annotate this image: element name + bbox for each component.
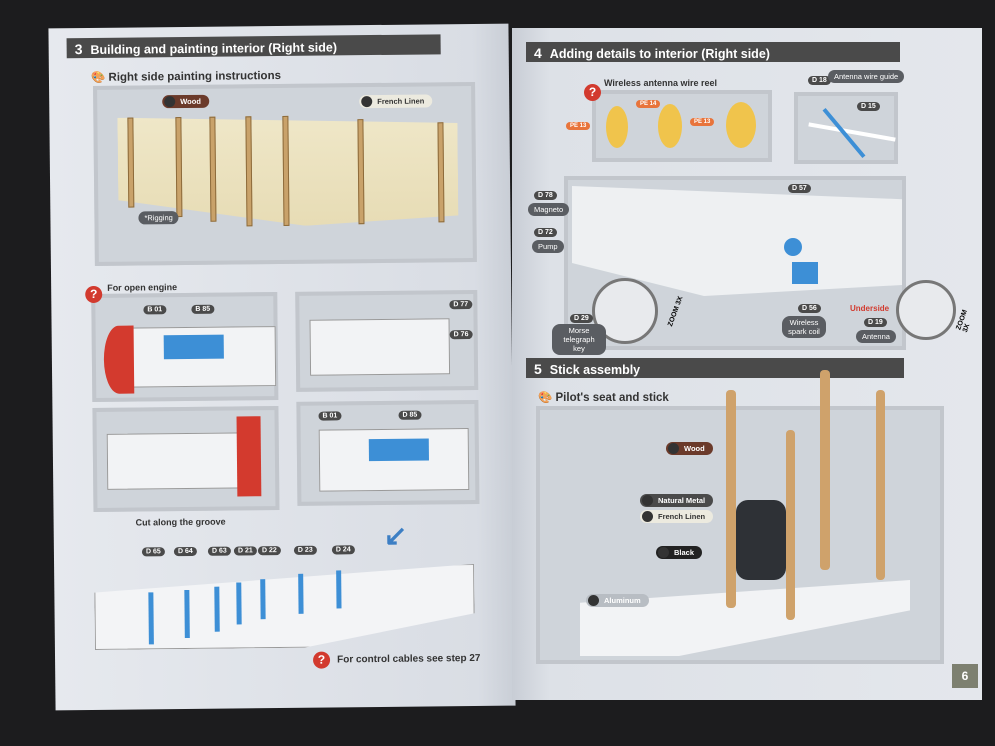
part-d18: D 18 [808, 76, 831, 85]
step-title: Stick assembly [549, 363, 641, 377]
control-cables-note: For control cables see step 27 [337, 652, 481, 666]
engine-panel-3 [92, 406, 280, 512]
paint-black: Black [656, 546, 703, 559]
antenna-label: Antenna [856, 330, 896, 343]
painting-title: 🎨 Right side painting instructions [90, 69, 282, 84]
engine-panel-1: B 01 B 85 [91, 292, 279, 402]
step-number: 3 [74, 41, 83, 58]
painting-title-text: Right side painting instructions [108, 69, 282, 84]
part-d15: D 15 [857, 102, 880, 111]
antenna-guide-label: Antenna wire guide [828, 70, 905, 83]
part-b01: B 01 [318, 411, 342, 421]
part-label: D 22 [257, 546, 281, 556]
open-engine-title: For open engine [107, 282, 178, 293]
zoom-label: ZOOM 3X [955, 308, 972, 334]
step-4-header: 4 Adding details to interior (Right side) [526, 42, 900, 62]
step-number: 4 [534, 45, 542, 61]
step-3-header: 3 Building and painting interior (Right s… [66, 34, 441, 59]
painting-panel: Wood French Linen *Rigging [93, 81, 477, 266]
question-icon: ? [85, 285, 103, 304]
part-d77: D 77 [449, 300, 473, 310]
step-title: Building and painting interior (Right si… [90, 40, 338, 57]
magneto-label: Magneto [528, 203, 570, 216]
seat-title: 🎨 Pilot's seat and stick [538, 392, 669, 404]
paint-wood: Wood [162, 94, 209, 109]
part-label: D 23 [293, 545, 317, 555]
part-d76: D 76 [449, 330, 473, 340]
reel-title: Wireless antenna wire reel [604, 78, 717, 88]
part-b85: B 85 [191, 304, 215, 314]
paint-aluminum: Aluminum [586, 594, 649, 607]
arrow-icon: ↙ [383, 519, 408, 551]
paint-natural-metal: Natural Metal [640, 494, 714, 507]
frame-labels: D 65 D 64 D 63 D 21 D 22 D 23 D 24 [141, 545, 382, 568]
step-5-header: 5 Stick assembly [526, 358, 904, 378]
paint-french-linen: French Linen [640, 510, 714, 523]
part-label: D 64 [173, 546, 197, 557]
left-page: 3 Building and painting interior (Right s… [48, 23, 516, 711]
antenna-guide-panel [794, 92, 898, 164]
part-d85: D 85 [398, 410, 422, 420]
part-label: D 63 [207, 546, 231, 556]
part-d78: D 78 [534, 191, 557, 200]
part-d19: D 19 [864, 318, 887, 327]
paint-french-linen: French Linen [359, 94, 433, 109]
step-title: Adding details to interior (Right side) [549, 47, 770, 61]
part-pe13: PE 13 [690, 118, 715, 126]
cut-note: Cut along the groove [135, 516, 226, 528]
engine-panel-4: B 01 D 85 [296, 399, 480, 506]
part-d57: D 57 [788, 184, 811, 193]
part-label: D 65 [141, 547, 165, 557]
underside-label: Underside [850, 304, 890, 313]
step-number: 5 [534, 361, 542, 377]
part-d56: D 56 [798, 304, 821, 313]
page-number: 6 [952, 664, 978, 688]
paint-wood: Wood [666, 442, 713, 455]
engine-panel-2: D 77 D 76 [295, 289, 479, 392]
part-pe14: PE 14 [636, 100, 661, 108]
question-icon: ? [312, 651, 331, 669]
spark-coil-label: Wireless spark coil [782, 316, 826, 338]
seat-title-text: Pilot's seat and stick [555, 392, 669, 404]
rigging-label: *Rigging [138, 211, 179, 225]
reel-panel: PE 13 PE 14 PE 13 [566, 90, 772, 162]
seat-panel: Wood Natural Metal French Linen Black Al… [536, 370, 944, 664]
part-d29: D 29 [570, 314, 593, 323]
right-page: 4 Adding details to interior (Right side)… [512, 28, 982, 700]
question-icon: ? [584, 84, 601, 101]
part-b01: B 01 [143, 305, 167, 315]
part-label: D 24 [331, 545, 355, 555]
part-pe13: PE 13 [566, 122, 591, 130]
pump-label: Pump [532, 240, 564, 253]
morse-key-label: Morse telegraph key [552, 324, 606, 355]
part-d72: D 72 [534, 228, 557, 237]
interior-detail-panel [564, 176, 956, 350]
part-label: D 21 [233, 546, 257, 556]
